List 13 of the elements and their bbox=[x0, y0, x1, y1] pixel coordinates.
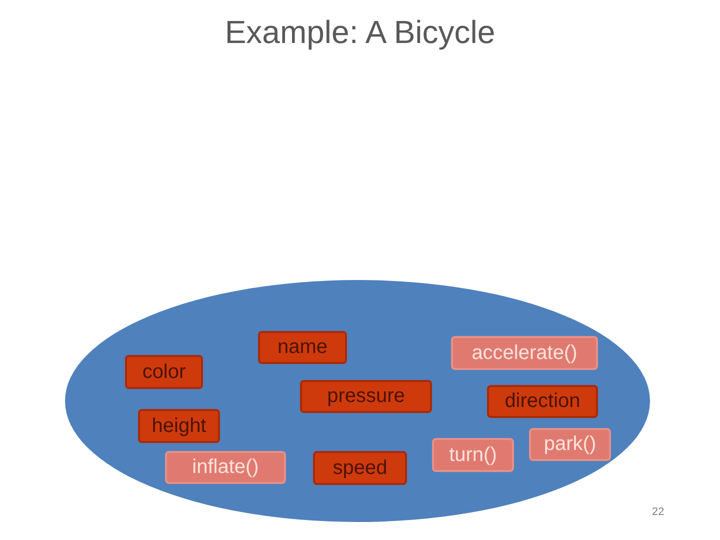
method-tag: inflate() bbox=[165, 451, 286, 484]
property-tag: direction bbox=[487, 385, 598, 418]
property-tag: pressure bbox=[300, 380, 432, 413]
property-tag: speed bbox=[313, 451, 407, 485]
property-tag: height bbox=[138, 409, 220, 443]
slide-title: Example: A Bicycle bbox=[224, 14, 496, 50]
property-tag: color bbox=[125, 355, 203, 389]
property-tag: name bbox=[258, 331, 347, 364]
method-tag: accelerate() bbox=[451, 336, 598, 370]
method-tag: turn() bbox=[432, 438, 514, 472]
method-tag: park() bbox=[529, 428, 611, 461]
ellipse-shape bbox=[65, 280, 650, 522]
page-number: 22 bbox=[652, 506, 664, 518]
